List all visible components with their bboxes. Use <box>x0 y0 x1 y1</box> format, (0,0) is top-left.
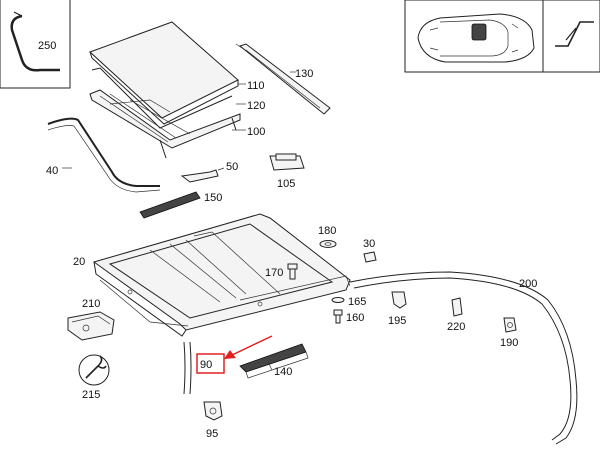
callout-105: 105 <box>277 178 295 190</box>
callout-90: 90 <box>200 359 212 371</box>
callout-170: 170 <box>265 267 283 279</box>
wrench-icon-215 <box>78 354 110 386</box>
callout-250: 250 <box>38 40 56 52</box>
callout-190: 190 <box>500 337 518 349</box>
grommet-180 <box>319 240 337 248</box>
washer-165 <box>331 297 345 303</box>
callout-140: 140 <box>274 366 292 378</box>
highlight-box <box>196 353 225 374</box>
wind-deflector-40 <box>47 117 161 193</box>
clip-30 <box>363 251 377 263</box>
inset-box-250 <box>0 0 71 89</box>
callout-200: 200 <box>519 278 537 290</box>
highlight-90 <box>196 335 273 374</box>
callout-220: 220 <box>447 321 465 333</box>
callout-215: 215 <box>82 389 100 401</box>
callout-120: 120 <box>247 100 265 112</box>
callout-195: 195 <box>388 315 406 327</box>
callout-40: 40 <box>46 165 58 177</box>
glass-panel-assembly <box>89 21 241 159</box>
holder-220 <box>451 297 463 317</box>
clamp-195 <box>391 291 407 309</box>
clamp-95 <box>203 401 223 421</box>
switch-105 <box>269 153 305 171</box>
roof-symbol-icon <box>555 21 594 47</box>
drain-hose-90 <box>183 341 192 395</box>
vehicle-outline <box>417 13 535 63</box>
callout-labels: 250 130 110 120 100 40 50 105 150 180 30… <box>38 40 537 440</box>
seal-strip-140 <box>239 343 309 379</box>
callout-150: 150 <box>204 192 222 204</box>
callout-180: 180 <box>318 225 336 237</box>
callout-100: 100 <box>247 126 265 138</box>
callout-130: 130 <box>295 68 313 80</box>
motor-210 <box>67 311 115 341</box>
trim-strip-150 <box>139 191 201 219</box>
sunroof-frame-20 <box>92 213 351 337</box>
callout-50: 50 <box>226 161 238 173</box>
callout-160: 160 <box>346 312 364 324</box>
bracket-50 <box>180 167 225 183</box>
callout-30: 30 <box>363 238 375 250</box>
drain-hose-200 <box>349 271 578 445</box>
callout-20: 20 <box>73 256 85 268</box>
clip-190 <box>503 317 517 333</box>
callout-210: 210 <box>82 298 100 310</box>
seal-strip-250 <box>10 14 60 72</box>
callout-110: 110 <box>247 80 265 92</box>
screw-170 <box>287 263 298 280</box>
highlight-arrowhead <box>224 350 236 359</box>
inset-box-vehicle <box>404 0 600 73</box>
deflector-strip-130 <box>235 43 331 115</box>
callout-165: 165 <box>348 296 366 308</box>
highlight-arrow <box>229 335 273 357</box>
callout-95: 95 <box>206 428 218 440</box>
screw-160 <box>333 309 343 324</box>
